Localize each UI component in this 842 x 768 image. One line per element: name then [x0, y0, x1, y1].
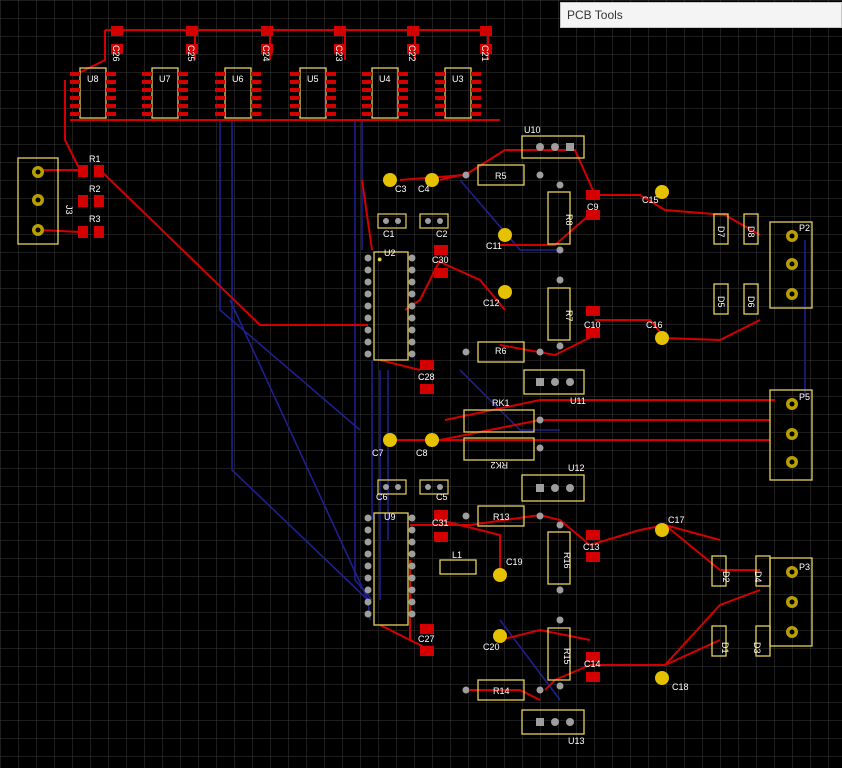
small-caps: [377, 213, 449, 495]
label-c11: C11: [486, 241, 502, 251]
label-l1: L1: [452, 550, 462, 560]
label-c10: C10: [584, 320, 601, 330]
label-rk2: RK2: [490, 460, 508, 470]
pcb-tools-panel[interactable]: PCB Tools: [560, 2, 842, 28]
ic-row-pins: [70, 72, 481, 116]
label-r5: R5: [495, 171, 507, 181]
label-c14: C14: [584, 659, 601, 669]
label-c25: C25: [186, 45, 196, 62]
label-u12: U12: [568, 463, 585, 473]
label-c7: C7: [372, 448, 384, 458]
label-r8: R8: [564, 214, 574, 226]
label-c5: C5: [436, 492, 448, 502]
resistors-r1-r3: R1 R2 R3: [78, 154, 104, 238]
label-d5: D5: [716, 296, 726, 308]
label-d3: D3: [752, 642, 762, 654]
label-c13: C13: [583, 542, 600, 552]
label-c17: C17: [668, 515, 685, 525]
electrolytic-caps: [383, 173, 669, 685]
output-connectors: [769, 221, 813, 647]
label-u5: U5: [307, 74, 319, 84]
label-u8: U8: [87, 74, 99, 84]
label-c2: C2: [436, 229, 448, 239]
small-caps-pads: [383, 218, 443, 490]
label-r6: R6: [495, 346, 507, 356]
ic-u9: U9: [364, 512, 416, 626]
label-c9: C9: [587, 202, 599, 212]
label-r15: R15: [562, 648, 572, 665]
label-r14: R14: [493, 686, 510, 696]
top-layer-traces: [39, 29, 775, 701]
label-c30: C30: [432, 255, 449, 265]
label-c28: C28: [418, 372, 435, 382]
label-rk1: RK1: [492, 398, 510, 408]
label-d2: D2: [721, 571, 731, 583]
label-c23: C23: [334, 45, 344, 62]
top-capacitor-labels: C26 C25 C24 C23 C22 C21: [111, 45, 490, 62]
label-u2: U2: [384, 248, 396, 258]
label-u6: U6: [232, 74, 244, 84]
pcb-tools-title: PCB Tools: [567, 8, 623, 22]
label-r13: R13: [493, 512, 510, 522]
label-d7: D7: [716, 226, 726, 238]
ic-row-labels: U8 U7 U6 U5 U4 U3: [87, 74, 464, 84]
label-d8: D8: [746, 226, 756, 238]
bottom-layer-traces: [219, 120, 806, 701]
label-c15: C15: [642, 195, 659, 205]
connector-j3: J3: [17, 157, 74, 245]
label-u11: U11: [570, 396, 586, 406]
svg-text:J3: J3: [64, 205, 74, 215]
label-c16: C16: [646, 320, 663, 330]
label-c21: C21: [480, 45, 490, 62]
label-r16: R16: [562, 552, 572, 569]
label-c22: C22: [407, 45, 417, 62]
label-c4: C4: [418, 184, 430, 194]
label-c24: C24: [261, 45, 271, 62]
ic-row: [79, 67, 472, 119]
label-r2: R2: [89, 184, 101, 194]
svg-text:●: ●: [377, 254, 382, 264]
label-d6: D6: [746, 296, 756, 308]
label-u9: U9: [384, 512, 396, 522]
ic-u2: ● U2: [364, 248, 416, 361]
label-u4: U4: [379, 74, 391, 84]
label-u3: U3: [452, 74, 464, 84]
label-c18: C18: [672, 682, 689, 692]
regulators: [521, 135, 585, 735]
regulator-pads: [536, 143, 574, 726]
label-c1: C1: [383, 229, 395, 239]
label-d1: D1: [720, 642, 730, 654]
label-c26: C26: [111, 45, 121, 62]
resistor-outlines: [439, 164, 571, 701]
label-p3: P3: [799, 562, 810, 572]
label-u10: U10: [524, 125, 541, 135]
label-c19: C19: [506, 557, 523, 567]
label-r1: R1: [89, 154, 101, 164]
label-d4: D4: [753, 571, 763, 583]
label-p5: P5: [799, 392, 810, 402]
resistor-pads: [462, 171, 564, 694]
label-r3: R3: [89, 214, 101, 224]
component-labels: U10 U11 U12 U13 R5 R6 R7 R8 R13 R14 R15 …: [372, 125, 810, 746]
label-c8: C8: [416, 448, 428, 458]
label-u7: U7: [159, 74, 171, 84]
smd-caps: [420, 190, 600, 682]
label-p2: P2: [799, 223, 810, 233]
top-capacitor-row: [111, 26, 492, 54]
label-c27: C27: [418, 634, 435, 644]
label-u13: U13: [568, 736, 585, 746]
label-c31: C31: [432, 518, 449, 528]
label-c6: C6: [376, 492, 388, 502]
label-c3: C3: [395, 184, 407, 194]
label-c20: C20: [483, 642, 500, 652]
label-c12: C12: [483, 298, 500, 308]
label-r7: R7: [564, 310, 574, 322]
